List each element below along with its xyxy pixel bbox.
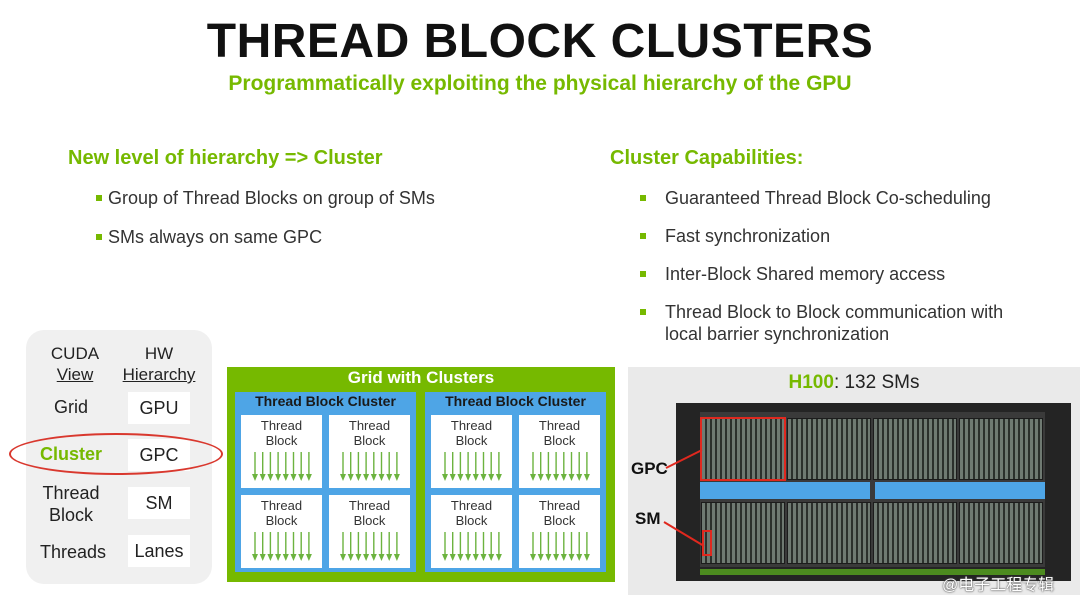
gpc-block [959,502,1043,564]
thread-arrows [252,452,312,481]
gpc-block [959,418,1043,480]
cluster-highlight-oval [9,433,223,475]
callout-lines [663,449,705,547]
sm-callout-label: SM [635,509,661,528]
right-bullet: Inter-Block Shared memory access [609,263,1049,285]
cuda-view-header: CUDA View [50,344,100,384]
right-bullet-list: Guaranteed Thread Block Co-scheduling Fa… [609,187,1049,361]
cuda-threads-label: Threads [39,542,107,562]
crossbar-left [700,482,870,499]
right-bullet: Thread Block to Block communication with… [609,301,1029,345]
crossbar-right [875,482,1045,499]
thread-arrows [252,532,312,561]
cluster-title: Thread Block Cluster [255,393,396,409]
h100-title: H100: 132 SMs [788,372,920,393]
gpc-block [873,502,957,564]
left-section-heading: New level of hierarchy => Cluster [68,147,383,169]
gpc-block [701,418,785,480]
gpc-highlight-box [700,417,786,481]
thread-arrows [530,452,590,481]
left-bullet: SMs always on same GPC [96,226,435,248]
hw-hierarchy-header: HW Hierarchy [122,344,196,384]
thread-arrows [530,532,590,561]
thread-arrows [340,452,400,481]
cluster-title: Thread Block Cluster [445,393,586,409]
right-bullet: Guaranteed Thread Block Co-scheduling [609,187,1049,209]
thread-arrows [442,452,502,481]
grid-with-clusters-diagram: Grid with Clusters Thread Block Cluster … [227,367,615,582]
gpc-block [787,502,871,564]
thread-arrows [340,532,400,561]
left-bullet: Group of Thread Blocks on group of SMs [96,187,435,209]
hw-lanes-label: Lanes [128,535,190,567]
thread-arrows [442,532,502,561]
gpc-block [701,502,785,564]
memory-strip [700,569,1045,575]
hw-sm-label: SM [128,487,190,519]
gpc-block [787,418,871,480]
gpc-callout-label: GPC [631,459,668,478]
hw-gpu-label: GPU [128,392,190,424]
sm-highlight-box [702,530,712,556]
watermark: @电子工程专辑 [942,577,1055,594]
page-subtitle: Programmatically exploiting the physical… [228,72,852,95]
cuda-thread-block-label: Thread Block [42,483,100,525]
right-bullet: Fast synchronization [609,225,1049,247]
cuda-grid-label: Grid [53,397,88,417]
page-title: THREAD BLOCK CLUSTERS [206,15,874,68]
grid-title: Grid with Clusters [347,368,495,387]
gpc-block [873,418,957,480]
right-section-heading: Cluster Capabilities: [610,147,804,169]
left-bullet-list: Group of Thread Blocks on group of SMs S… [96,187,435,265]
